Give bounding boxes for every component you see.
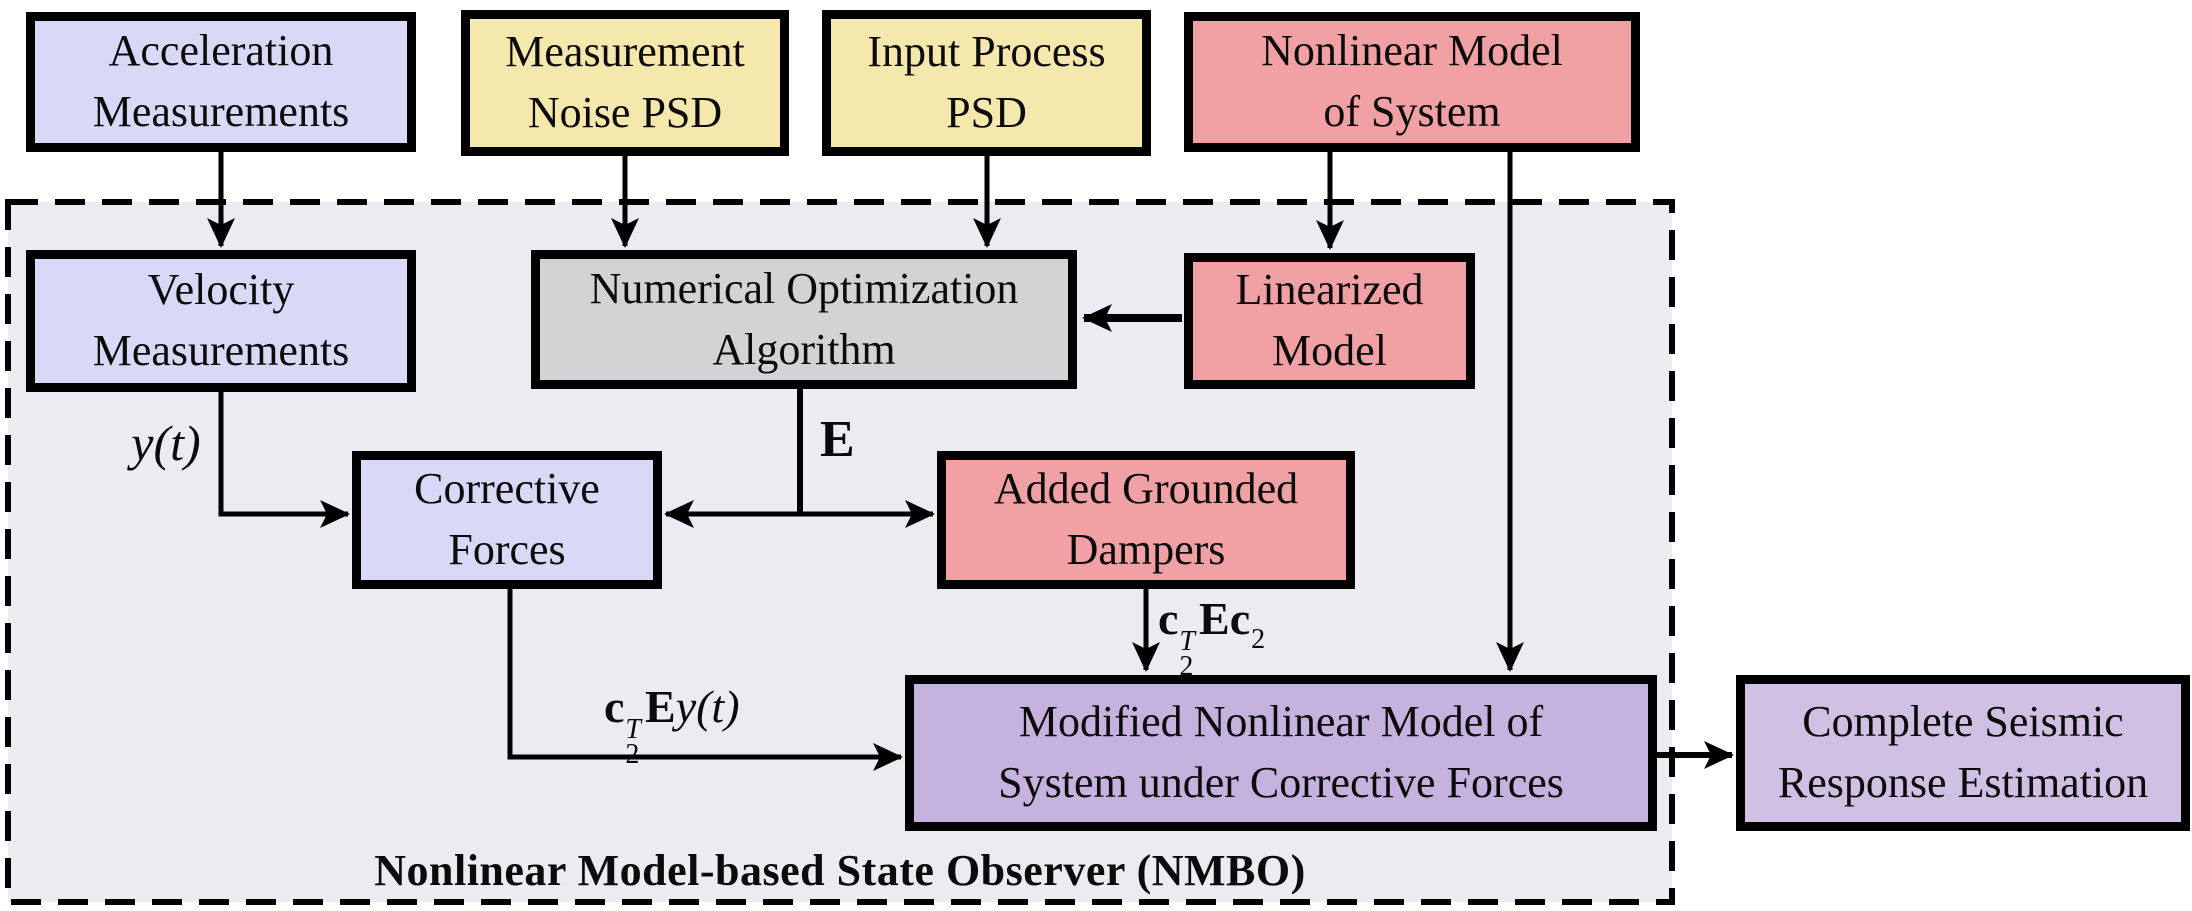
box-nonlinear-model-of-system: Nonlinear Model of System: [1184, 12, 1640, 152]
box-added-grounded-dampers: Added Grounded Dampers: [937, 451, 1355, 589]
box-label-line: Measurements: [92, 326, 350, 375]
box-label-line: Measurements: [92, 87, 350, 136]
box-label-line: Linearized: [1235, 265, 1424, 315]
box-complete-seismic-response-estimation: Complete Seismic Response Estimation: [1736, 675, 2190, 831]
box-corrective-forces: Corrective Forces: [352, 451, 662, 589]
box-label-line: Forces: [448, 525, 566, 574]
box-numerical-optimization-algorithm: Numerical Optimization Algorithm: [531, 250, 1077, 389]
box-label-line: Model: [1272, 326, 1387, 375]
box-measurement-noise-psd: Measurement Noise PSD: [461, 10, 789, 156]
math-c: c: [604, 681, 625, 732]
math-superscript: T: [1179, 626, 1195, 657]
math-signal: y(t): [675, 681, 740, 732]
math-subscript: 2: [625, 738, 640, 770]
box-label-line: Acceleration: [108, 26, 334, 76]
box-label-line: Noise PSD: [527, 88, 723, 137]
box-label-line: Nonlinear Model: [1261, 26, 1563, 76]
arrow-corrective-to-modified: [507, 587, 903, 771]
box-label-line: Input Process: [867, 27, 1106, 77]
box-label-line: Algorithm: [712, 324, 896, 374]
box-linearized-model: Linearized Model: [1184, 253, 1475, 389]
math-E: E: [645, 681, 676, 732]
observer-region-caption: Nonlinear Model-based State Observer (NM…: [374, 846, 1306, 895]
box-label-line: Added Grounded: [993, 464, 1299, 514]
math-E: E: [1199, 593, 1230, 644]
math-c: c: [1229, 593, 1251, 644]
box-input-process-psd: Input Process PSD: [822, 10, 1151, 156]
math-superscript: T: [625, 714, 641, 745]
box-label-line: PSD: [946, 88, 1027, 137]
box-velocity-measurements: Velocity Measurements: [26, 250, 416, 392]
arrow-velocity-to-corrective: [218, 390, 350, 528]
box-acceleration-measurements: Acceleration Measurements: [26, 12, 416, 152]
box-label-line: Dampers: [1066, 525, 1226, 574]
box-label-line: Velocity: [147, 265, 295, 315]
box-label-line: Modified Nonlinear Model of: [1018, 697, 1544, 747]
math-subscript: 2: [1251, 624, 1266, 655]
box-modified-nonlinear-model: Modified Nonlinear Model of System under…: [905, 675, 1657, 831]
math-c: c: [1158, 593, 1179, 644]
box-label-line: Numerical Optimization: [589, 263, 1019, 313]
edge-label-optimization-output: E: [820, 411, 855, 468]
box-label-line: Response Estimation: [1777, 758, 2149, 807]
box-label-line: Corrective: [414, 464, 600, 514]
box-label-line: System under Corrective Forces: [998, 758, 1564, 807]
math-subscript: 2: [1179, 650, 1194, 682]
box-label-line: Complete Seismic: [1802, 697, 2124, 747]
box-label-line: Measurement: [505, 27, 745, 77]
edge-label-velocity-output: y(t): [131, 415, 201, 471]
box-label-line: of System: [1323, 87, 1501, 136]
